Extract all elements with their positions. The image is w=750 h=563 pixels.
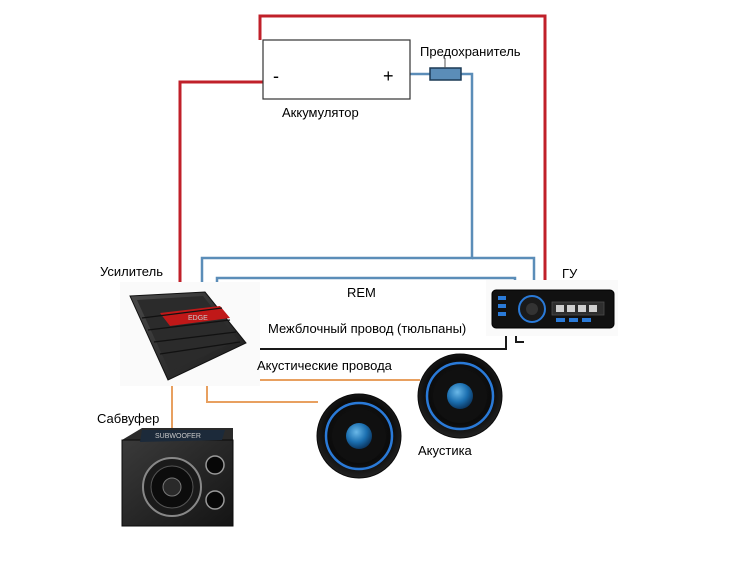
interconnect-label: Межблочный провод (тюльпаны): [268, 321, 466, 336]
amplifier-logo: EDGE: [188, 315, 208, 322]
battery-minus-sign: -: [273, 66, 279, 86]
positive-power-wire: [258, 14, 547, 296]
battery: - + Аккумулятор: [262, 39, 411, 120]
head-unit-label: ГУ: [562, 266, 578, 281]
fuse-label: Предохранитель: [420, 44, 521, 59]
subwoofer-port-top: [205, 455, 225, 475]
amplifier-label: Усилитель: [100, 264, 163, 279]
speaker-front-dustcap: [447, 383, 473, 409]
rem-wires: [200, 72, 536, 300]
fuse: Предохранитель: [420, 44, 521, 81]
power-wires: [178, 14, 547, 300]
subwoofer-brand-label: SUBWOOFER: [155, 433, 201, 440]
subwoofer: SUBWOOFER Сабвуфер: [97, 411, 234, 527]
interconnect-wire-2: [515, 334, 524, 343]
battery-body: [262, 39, 411, 100]
amplifier: EDGE Усилитель: [100, 264, 260, 386]
rem-label: REM: [347, 285, 376, 300]
speaker-front: [417, 353, 503, 439]
speaker-rear: [316, 393, 402, 479]
negative-power-wire: [178, 80, 263, 300]
head-unit-knob-center: [526, 303, 538, 315]
battery-label: Аккумулятор: [282, 105, 359, 120]
head-unit-buttons: [498, 296, 591, 322]
head-unit-display-segments: [556, 305, 597, 312]
speaker-front-glow: [425, 361, 495, 431]
subwoofer-brand-plate: [140, 430, 225, 442]
signal-wires: [246, 334, 524, 350]
subwoofer-port-bottom: [205, 490, 225, 510]
amplifier-fins: [141, 307, 241, 355]
speaker-rear-dustcap: [346, 423, 372, 449]
subwoofer-woofer-dustcap: [162, 477, 182, 497]
speaker-rear-glow: [324, 401, 394, 471]
speaker-wires-label: Акустические провода: [257, 358, 393, 373]
fuse-body: [429, 67, 462, 81]
amplifier-red-stripe: [160, 306, 230, 326]
speakers-label: Акустика: [418, 443, 473, 458]
interconnect-wire: [246, 334, 507, 350]
battery-plus-sign: +: [383, 66, 394, 86]
subwoofer-label: Сабвуфер: [97, 411, 159, 426]
head-unit: ГУ: [486, 266, 618, 336]
